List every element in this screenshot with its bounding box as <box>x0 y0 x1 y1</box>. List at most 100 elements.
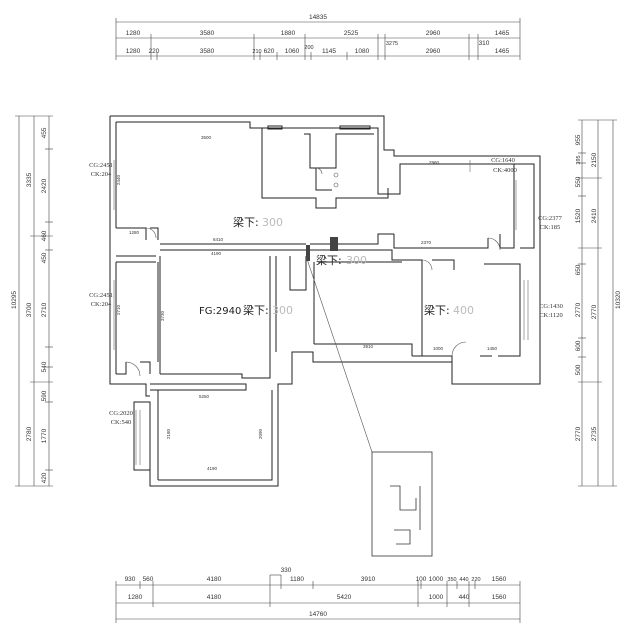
dim-label: 1080 <box>355 48 370 55</box>
dim-label: 4180 <box>207 594 222 601</box>
room-dim: 2370 <box>421 240 432 245</box>
dim-label: 1180 <box>290 576 304 583</box>
cg-label: CG:2377 <box>538 215 563 222</box>
dim-label: 2960 <box>426 30 441 37</box>
room-dim: 1450 <box>487 346 498 351</box>
dim-label: 1560 <box>492 576 507 583</box>
dim-label: 1000 <box>429 594 444 601</box>
dim-label: 1280 <box>126 48 141 55</box>
right-dimension-labels: 10320 2150 2410 2770 2735 955 395 550 15… <box>575 134 622 441</box>
cg-label: CG:2020 <box>109 410 133 417</box>
beam-labels: 梁下: 300 梁下: 300 FG:2940 梁下: 300 梁下: 400 <box>199 215 474 317</box>
room-dim: 2440 <box>116 174 121 185</box>
dim-label: 2710 <box>41 302 48 317</box>
dim-label: 2960 <box>426 48 441 55</box>
dim-label: 955 <box>575 134 582 145</box>
ck-label: CK:204 <box>91 171 112 178</box>
dim-label: 220 <box>471 577 480 583</box>
beam-label-value: 300 <box>262 216 283 229</box>
dim-label: 2770 <box>575 426 582 441</box>
cg-label: CG:1640 <box>491 157 515 164</box>
door-arcs <box>125 167 501 377</box>
room-dim: 1000 <box>433 346 444 351</box>
dim-label: 3700 <box>26 302 33 317</box>
dim-label: 1880 <box>281 30 296 37</box>
dim-label: 420 <box>41 472 48 483</box>
dim-label: 550 <box>575 176 582 187</box>
room-dim: 1280 <box>129 230 140 235</box>
dim-label: 2420 <box>41 178 48 193</box>
dim-label: 3275 <box>386 41 398 47</box>
dim-label: 4180 <box>207 576 222 583</box>
beam-label-value: 400 <box>453 304 474 317</box>
left-total: 10295 <box>11 291 18 309</box>
cg-label: CG:2451 <box>89 162 113 169</box>
left-dimension-labels: 10295 3335 3700 2780 455 2420 460 450 27… <box>11 127 48 483</box>
dim-label: 350 <box>447 577 456 583</box>
columns <box>306 237 338 261</box>
dim-label: 1465 <box>495 30 510 37</box>
beam-label-prefix: 梁下: <box>243 303 269 317</box>
dim-label: 2150 <box>591 152 598 167</box>
bottom-dimension-chains <box>115 574 521 623</box>
room-dim: 5250 <box>199 394 210 399</box>
dim-label: 560 <box>143 576 154 583</box>
right-total: 10320 <box>615 291 622 309</box>
dim-label: 650 <box>575 264 582 275</box>
dim-label: 210 <box>252 49 261 55</box>
room-dim: 4190 <box>207 466 218 471</box>
dim-label: 330 <box>281 567 292 574</box>
cg-label: CG:1430 <box>539 303 563 310</box>
room-dim: 6410 <box>213 237 224 242</box>
dim-label: 1520 <box>575 208 582 223</box>
room-dim: 2090 <box>258 428 263 439</box>
beam-label-value: 300 <box>272 304 293 317</box>
dim-label: 590 <box>41 390 48 401</box>
ck-label: CK:540 <box>111 419 132 426</box>
dim-label: 100 <box>416 576 427 583</box>
right-dimension-chains <box>578 119 617 487</box>
dim-label: 1000 <box>429 576 444 583</box>
dim-label: 2770 <box>575 302 582 317</box>
dim-label: 1560 <box>492 594 507 601</box>
dim-label: 3910 <box>361 576 376 583</box>
bottom-dimension-labels: 330 930 560 4180 1180 3910 100 1000 350 … <box>125 567 507 618</box>
dim-label: 5420 <box>337 594 352 601</box>
dim-label: 2410 <box>591 208 598 223</box>
room-dimension-labels: 3500 6410 4190 1280 3730 5250 4190 2710 … <box>116 135 498 471</box>
room-dim: 2180 <box>166 428 171 439</box>
ck-label: CK:4000 <box>493 167 517 174</box>
top-dimension-labels: 14835 1280 3580 1880 2525 3275 2960 310 … <box>126 14 510 55</box>
beam-label-value: 300 <box>346 254 367 267</box>
cg-label: CG:2451 <box>89 292 113 299</box>
room-dim: 3500 <box>201 135 212 140</box>
dim-label: 1770 <box>41 428 48 443</box>
room-dim: 3730 <box>160 310 165 321</box>
dim-label: 3580 <box>200 48 215 55</box>
dim-label: 620 <box>264 48 275 55</box>
dim-label: 220 <box>149 48 160 55</box>
windows <box>113 160 529 465</box>
beam-label-prefix: 梁下: <box>233 215 259 229</box>
room-dim: 2960 <box>429 160 440 165</box>
dim-label: 455 <box>41 127 48 138</box>
detail-inset <box>371 451 433 557</box>
top-total: 14835 <box>309 14 327 21</box>
room-dim: 3910 <box>363 344 374 349</box>
ck-label: CK:1120 <box>539 312 563 319</box>
dim-label: 2770 <box>591 304 598 319</box>
floor-plan-walls <box>109 115 541 487</box>
ck-label: CK:204 <box>91 301 112 308</box>
bottom-total: 14760 <box>309 611 327 618</box>
dim-label: 395 <box>576 155 582 164</box>
dim-label: 1280 <box>128 594 143 601</box>
dim-label: 450 <box>41 252 48 263</box>
dim-label: 460 <box>41 230 48 241</box>
opening-annotations: CG:2451 CK:204 CG:2451 CK:204 CG:2020 CK… <box>89 157 563 426</box>
dim-label: 2780 <box>26 426 33 441</box>
beam-label-prefix: 梁下: <box>316 253 342 267</box>
fg-label: FG:2940 <box>199 306 241 317</box>
detail-pointer-line <box>305 255 373 453</box>
